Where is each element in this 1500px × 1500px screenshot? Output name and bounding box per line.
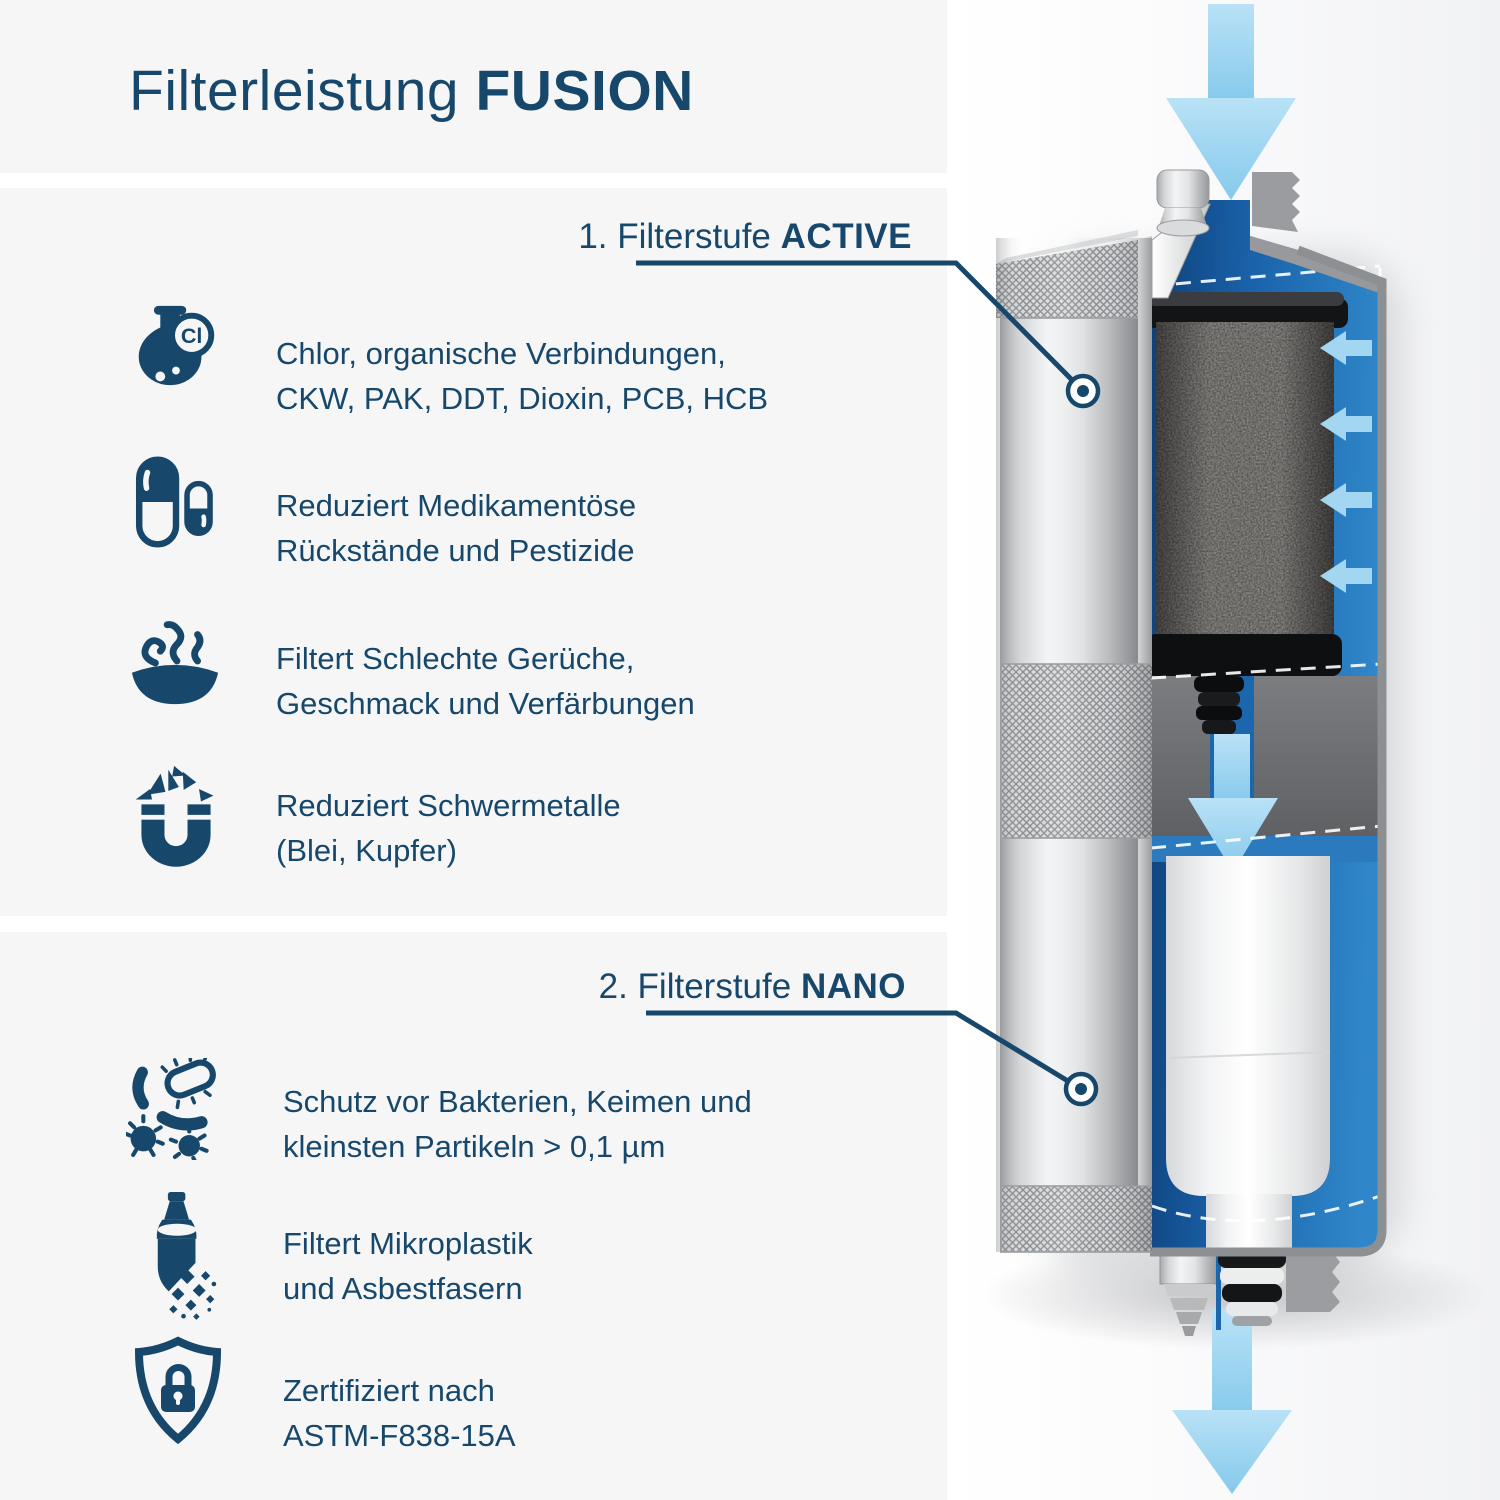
bubble	[155, 371, 166, 382]
lock-shackle	[165, 1364, 192, 1386]
page-title: Filterleistung FUSION	[129, 58, 694, 124]
bacteria-icon	[126, 1058, 228, 1160]
shield-lock-icon	[128, 1336, 228, 1446]
stage2-label-prefix: 2. Filterstufe	[598, 967, 792, 1006]
feature-line: und Asbestfasern	[283, 1271, 523, 1306]
feature-text-microplastic: Filtert Mikroplastik und Asbestfasern	[283, 1221, 533, 1311]
germ-blob	[126, 1114, 165, 1157]
feature-text-bacteria: Schutz vor Bakterien, Keimen und kleinst…	[283, 1079, 752, 1169]
stage1-label: 1. Filterstufe ACTIVE	[400, 217, 912, 257]
feature-line: Geschmack und Verfärbungen	[276, 686, 695, 721]
feature-line: kleinsten Partikeln > 0,1 µm	[283, 1129, 666, 1164]
cartridge-connector	[1194, 676, 1244, 734]
bottle-microplastic-icon	[132, 1192, 224, 1321]
feature-line: CKW, PAK, DDT, Dioxin, PCB, HCB	[276, 381, 769, 416]
feature-line: (Blei, Kupfer)	[276, 833, 457, 868]
bacterium-rod	[132, 1066, 149, 1110]
inlet-thread	[1252, 172, 1300, 232]
germ-blob	[168, 1125, 209, 1160]
nano-membrane-cartridge	[1165, 856, 1331, 1252]
feature-line: Zertifiziert nach	[283, 1373, 495, 1408]
page-title-bold: FUSION	[475, 59, 694, 123]
inter-stage-chamber	[1150, 676, 1382, 872]
flask-badge-text: Cl	[181, 323, 203, 348]
page-title-light: Filterleistung	[129, 59, 460, 123]
outlet-collar	[1286, 1252, 1340, 1312]
feature-line: Filtert Schlechte Gerüche,	[276, 641, 635, 676]
chlorine-flask-icon: Cl	[126, 300, 224, 398]
feature-line: Reduziert Schwermetalle	[276, 788, 621, 823]
feature-text-odor: Filtert Schlechte Gerüche, Geschmack und…	[276, 636, 695, 726]
shield-outline	[134, 1336, 222, 1445]
feature-text-pharma: Reduziert Medikamentöse Rückstände und P…	[276, 483, 636, 573]
stage1-label-name: ACTIVE	[780, 217, 912, 256]
feature-text-heavy-metals: Reduziert Schwermetalle (Blei, Kupfer)	[276, 783, 621, 873]
feature-line: Reduziert Medikamentöse	[276, 488, 637, 523]
feature-line: Schutz vor Bakterien, Keimen und	[283, 1084, 752, 1119]
feature-line: Filtert Mikroplastik	[283, 1226, 533, 1261]
active-carbon-block	[1144, 292, 1348, 676]
metal-shards	[135, 765, 214, 802]
capsule-highlight	[143, 469, 151, 491]
feature-line: ASTM-F838-15A	[283, 1418, 516, 1453]
keyhole	[176, 1397, 180, 1405]
bottle-label-band	[157, 1223, 197, 1236]
steam-curls	[141, 621, 204, 667]
stage2-label: 2. Filterstufe NANO	[400, 967, 906, 1007]
bacterium-capsule	[160, 1058, 216, 1110]
title-panel	[0, 0, 947, 173]
bacterium-rod	[156, 1111, 208, 1131]
bubble	[172, 366, 180, 375]
flask-badge-circle	[169, 312, 215, 358]
flask-shape	[138, 305, 202, 386]
carbon-inflow-arrows-left	[1320, 331, 1372, 593]
filter-cutaway-illustration	[980, 4, 1490, 1494]
feature-line: Rückstände und Pestizide	[276, 533, 635, 568]
outlet-fitting	[1159, 1250, 1340, 1336]
cut-rim	[1150, 236, 1387, 1257]
horseshoe-magnet	[141, 804, 211, 867]
inter-stage-arrow-down	[1188, 734, 1278, 872]
feature-text-chlorine: Chlor, organische Verbindungen, CKW, PAK…	[276, 331, 768, 421]
pole-gap	[139, 814, 165, 820]
odor-bowl-icon	[126, 612, 224, 710]
microplastic-particles	[169, 1269, 217, 1320]
inlet-fitting	[1156, 169, 1300, 237]
magnet-icon	[128, 764, 224, 870]
keyhole	[173, 1391, 183, 1401]
stage2-label-name: NANO	[800, 967, 906, 1006]
pole-gap	[187, 814, 213, 820]
feature-line: Chlor, organische Verbindungen,	[276, 336, 726, 371]
stage1-label-prefix: 1. Filterstufe	[578, 217, 771, 256]
water-inlet-arrow-down	[1166, 4, 1296, 200]
bowl	[131, 664, 219, 705]
feature-text-certified: Zertifiziert nach ASTM-F838-15A	[283, 1368, 516, 1458]
pills-icon	[130, 456, 222, 548]
